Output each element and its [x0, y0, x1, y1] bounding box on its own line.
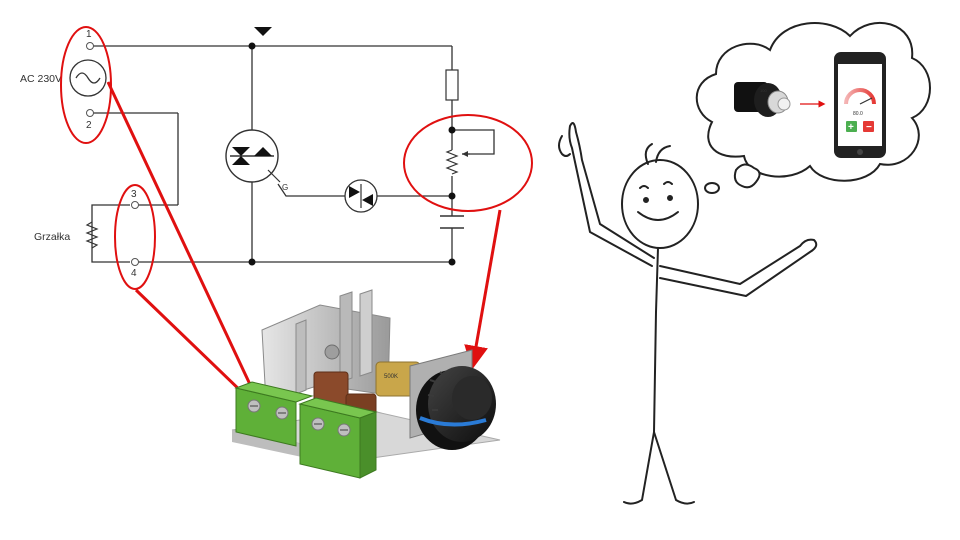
terminal-2-label: 2: [86, 120, 92, 131]
figure-left-leg: [623, 431, 655, 505]
schematic: 1 2 3 4 AC 230V Grzałka G: [16, 22, 495, 297]
phone-gauge-arc: [844, 88, 876, 105]
phone-plus-button[interactable]: [846, 121, 857, 132]
bubble-dot: [704, 182, 720, 194]
bubble-small-cloud: [733, 163, 761, 189]
potentiometer-symbol: [445, 149, 470, 175]
highlight-oval-load: [114, 184, 156, 290]
terminal-blocks: [234, 381, 378, 479]
gate-label: G: [282, 183, 288, 192]
figure-torso: [653, 247, 659, 433]
phone-home-button: [857, 149, 863, 155]
stick-figure: [558, 122, 818, 505]
terminals: [86, 42, 139, 266]
terminal-1-label: 1: [86, 29, 92, 40]
diac-symbol: [344, 179, 378, 213]
triac-symbol: [225, 27, 281, 183]
figure-eye-right: [667, 195, 673, 201]
figure-hair: [644, 143, 671, 165]
pot-marking: 500K: [384, 374, 398, 380]
terminal-3-label: 3: [131, 189, 137, 200]
figure-right-leg: [653, 431, 695, 505]
figure-extended-arm: [659, 238, 818, 297]
terminal-4-label: 4: [131, 268, 137, 279]
bubble-knob: 100: [734, 82, 791, 117]
load-resistor-symbol: [85, 221, 99, 249]
phone-gauge-reading: 80.0: [853, 111, 863, 117]
terminal-3: [131, 201, 139, 209]
minus-icon: −: [866, 122, 872, 133]
bubble-cloud: [695, 21, 931, 182]
knob-blue-stripe: [419, 416, 487, 427]
phone-gauge-needle: [859, 97, 873, 105]
ac-source-symbol: [69, 59, 107, 97]
phone-minus-button[interactable]: [863, 121, 874, 132]
figure-eye-left: [643, 197, 649, 203]
heatsink: [261, 289, 391, 403]
figure-eyebrows: [639, 181, 673, 189]
phone-screen: [838, 64, 882, 146]
figure-pointing-finger: [558, 135, 571, 157]
load-label: Grzałka: [34, 231, 70, 243]
arrow-to-knob: [464, 209, 502, 370]
plus-icon: +: [848, 122, 854, 133]
figure-head: [621, 159, 699, 249]
junction-dots: [248, 42, 456, 266]
terminal-2: [86, 109, 94, 117]
figure-raised-arm: [568, 122, 655, 267]
thought-bubble: 100 80.0 + −: [695, 21, 931, 194]
ac-source-label: AC 230V: [20, 73, 62, 85]
highlight-oval-potentiometer: [403, 114, 533, 212]
phone: 80.0 + −: [834, 52, 886, 158]
bubble-knob-marking: 100: [760, 88, 767, 93]
arrow-to-input-terminals: [106, 81, 268, 421]
capacitor-symbol: [440, 215, 464, 229]
terminal-4: [131, 258, 139, 266]
dimmer-module: 500K: [231, 289, 501, 479]
series-resistor-symbol: [445, 69, 459, 101]
terminal-1: [86, 42, 94, 50]
figure-smile: [637, 211, 679, 221]
knob: [416, 366, 496, 450]
